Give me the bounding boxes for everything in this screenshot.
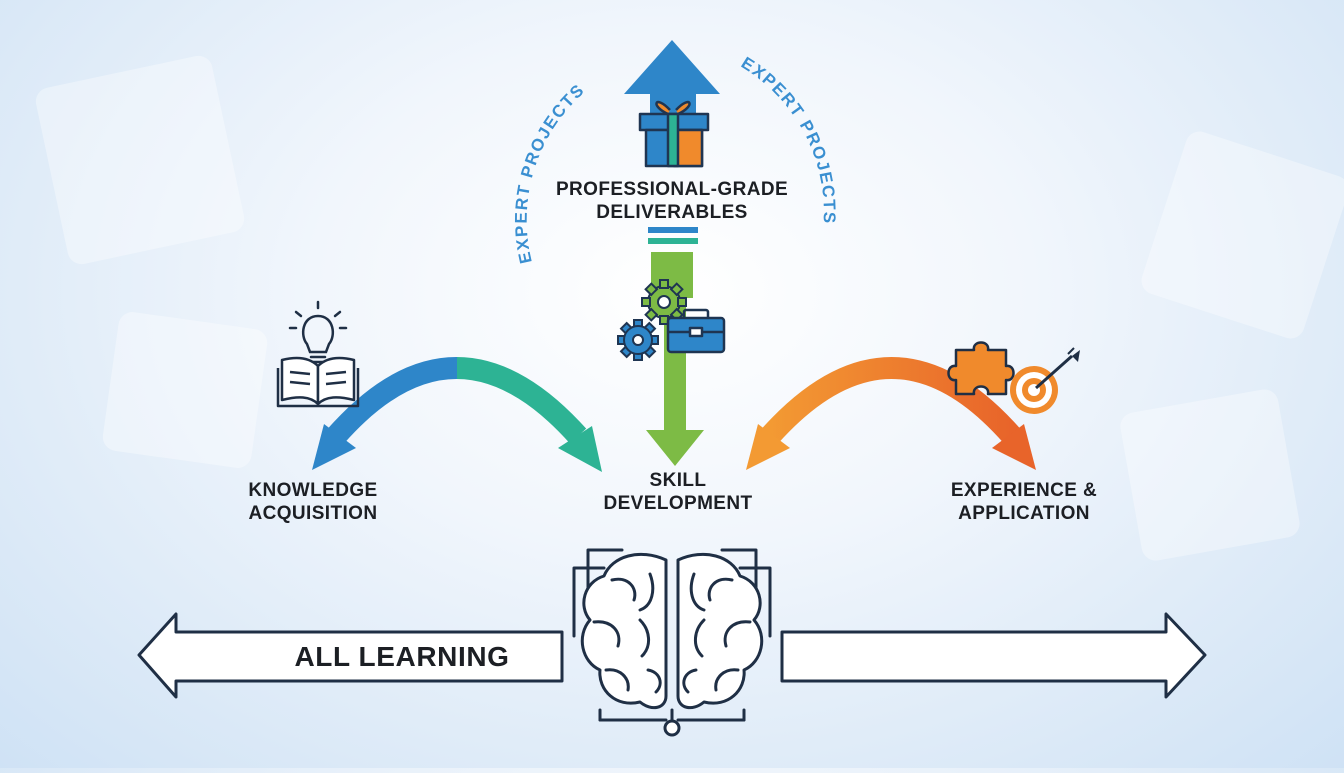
puzzle-piece-icon [947, 341, 1015, 396]
deliverables-line1: PROFESSIONAL-GRADE [555, 179, 789, 200]
target-arrow-icon [1010, 347, 1080, 414]
experience-line2: APPLICATION [958, 503, 1090, 524]
deliverables-line2: DELIVERABLES [596, 202, 748, 223]
knowledge-line2: ACQUISITION [248, 503, 378, 524]
experience-application-label: EXPERIENCE & APPLICATION [924, 479, 1124, 525]
open-book-icon [276, 356, 360, 408]
brain-circuit-icon [572, 548, 772, 737]
gear-icon [617, 279, 687, 361]
knowledge-line1: KNOWLEDGE [248, 480, 378, 501]
experience-line1: EXPERIENCE & [950, 480, 1098, 501]
background-shapes [35, 55, 1344, 561]
knowledge-acquisition-label: KNOWLEDGE ACQUISITION [213, 479, 413, 525]
skill-line2: DEVELOPMENT [603, 493, 753, 514]
knowledge-skill-arc-arrow [312, 357, 602, 472]
professional-grade-deliverables-label: PROFESSIONAL-GRADE DELIVERABLES [512, 178, 832, 224]
skill-development-label: SKILL DEVELOPMENT [578, 469, 778, 515]
all-learning-text: ALL LEARNING [294, 641, 510, 672]
all-learning-double-arrow [137, 612, 1207, 699]
expert-projects-arc-left: EXPERT PROJECTS [512, 80, 589, 265]
up-arrow-icon [624, 40, 720, 120]
toolbox-icon [666, 308, 726, 354]
experience-skill-arc-arrow [746, 357, 1036, 470]
deliverables-stripes [648, 227, 698, 244]
all-learning-label: ALL LEARNING [262, 640, 542, 674]
lightbulb-icon [288, 300, 348, 364]
skill-line1: SKILL [649, 470, 707, 491]
gift-box-icon [638, 100, 710, 168]
